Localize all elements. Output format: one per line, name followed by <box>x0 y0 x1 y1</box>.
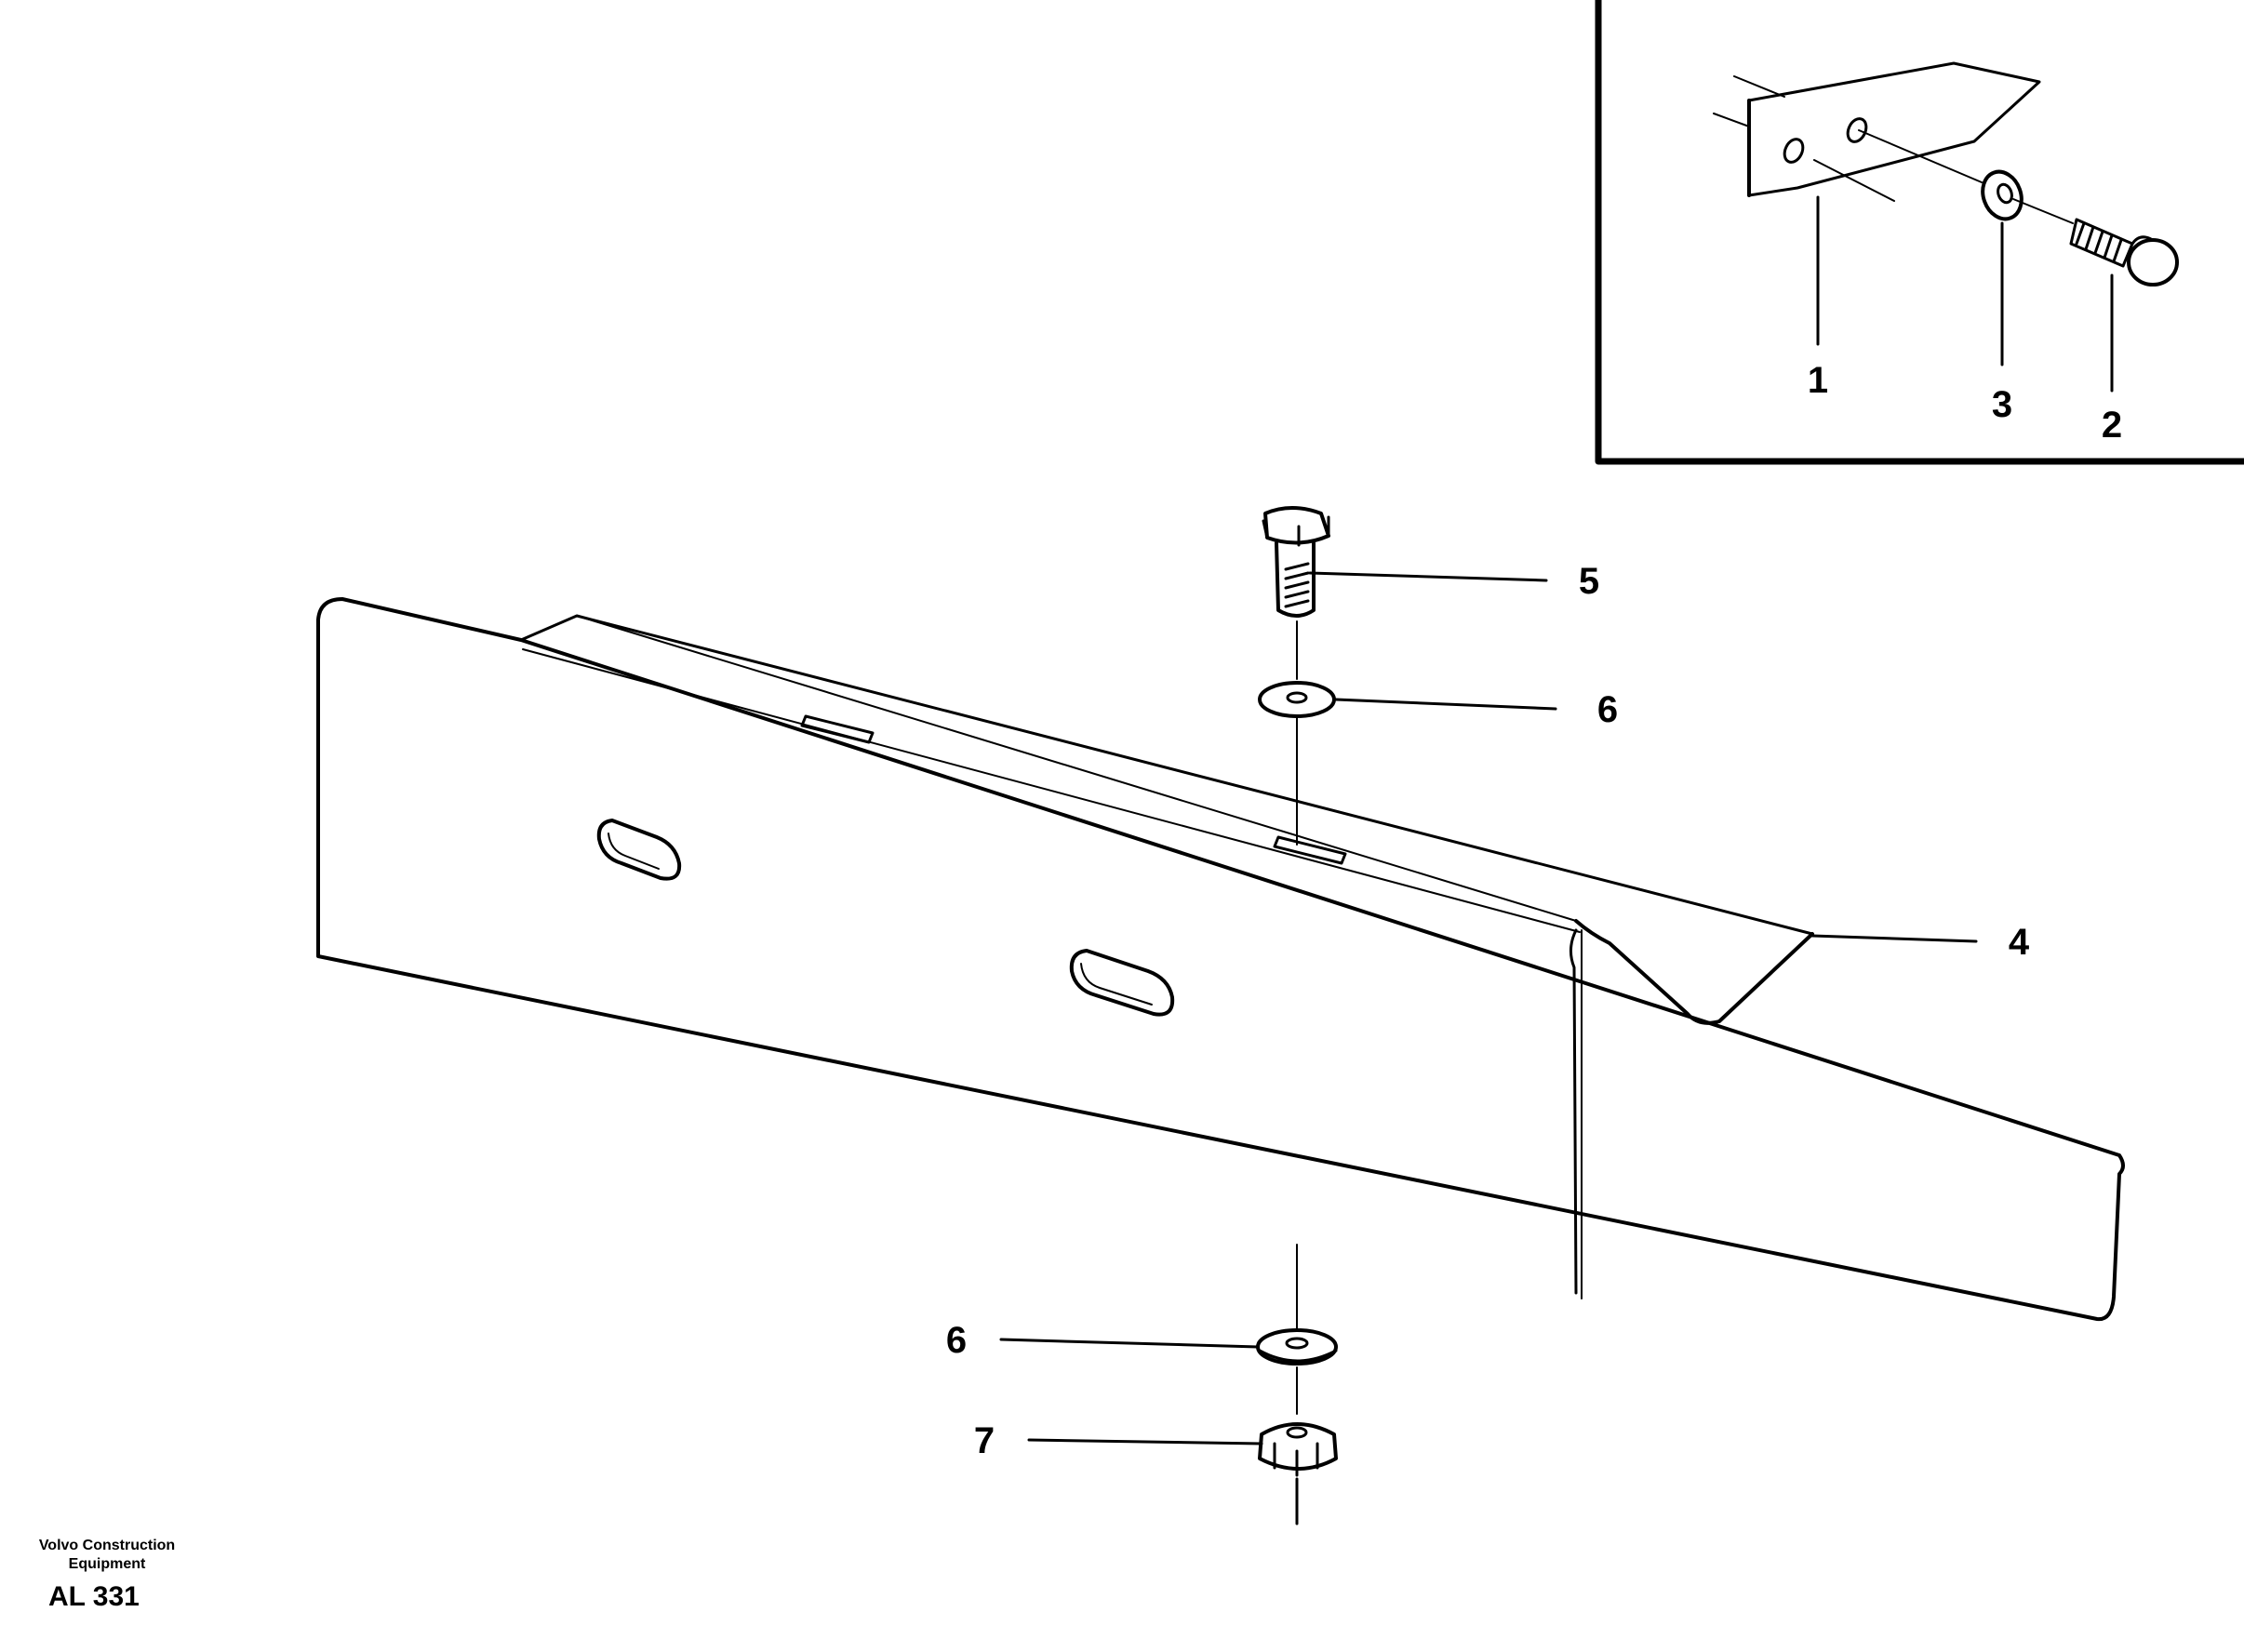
inset-washer <box>1981 169 2024 221</box>
callout-3: 3 <box>1992 384 2012 425</box>
manufacturer-line-1: Volvo Construction <box>38 1538 176 1553</box>
callout-6-bottom: 6 <box>946 1320 967 1361</box>
cover-plate <box>316 597 2125 1322</box>
inset-bolt <box>2069 218 2179 286</box>
callout-5: 5 <box>1579 561 1599 602</box>
cover-plate-front-face <box>316 597 2125 1322</box>
front-slot-right <box>1069 949 1175 1017</box>
washer-bottom <box>1256 1328 1338 1366</box>
front-slot-left <box>596 819 682 881</box>
callout-7: 7 <box>974 1420 995 1461</box>
washer-top <box>1258 681 1336 718</box>
cover-plate-bend <box>1574 919 1814 1025</box>
callout-2: 2 <box>2102 405 2122 446</box>
callout-1: 1 <box>1808 360 1828 401</box>
cover-plate-top-edge <box>519 614 1814 936</box>
top-slot-right <box>1273 835 1347 865</box>
leader-6-top <box>1334 698 1557 711</box>
callout-6-top: 6 <box>1597 689 1618 730</box>
bolt <box>1262 506 1330 618</box>
inset-plate <box>1747 61 2041 197</box>
leader-7 <box>1027 1438 1263 1446</box>
inset-frame <box>1595 0 2244 465</box>
callout-4: 4 <box>2009 922 2030 963</box>
manufacturer-line-2: Equipment <box>68 1556 146 1572</box>
inset-plate-hole-right <box>1846 117 1868 143</box>
inset-plate-hole-left <box>1783 138 1805 164</box>
leader-6-bottom <box>999 1338 1260 1349</box>
nut <box>1258 1422 1338 1477</box>
leader-5 <box>1308 571 1548 582</box>
manufacturer-credit: Volvo Construction Equipment <box>19 1537 195 1574</box>
drawing-code: AL 331 <box>48 1581 140 1612</box>
top-slot-left <box>800 714 875 744</box>
inset-detail <box>1595 0 2244 465</box>
leader-4 <box>1810 934 1978 943</box>
